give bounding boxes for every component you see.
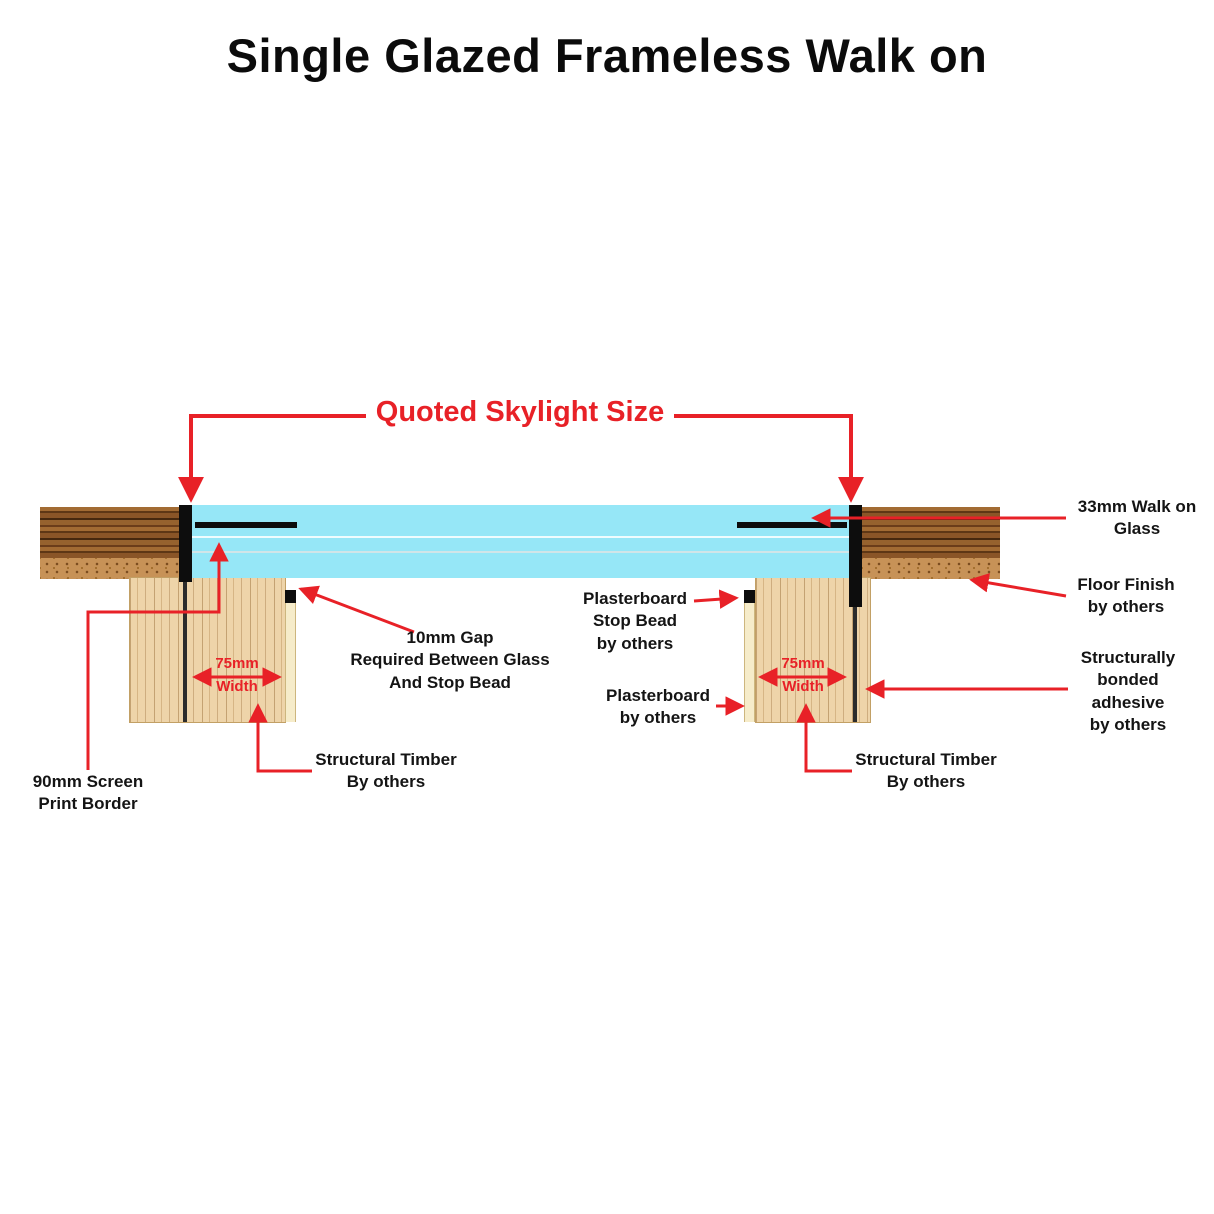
leader-stop-bead — [693, 589, 739, 609]
screen-print-border-left-line — [195, 522, 297, 528]
floor-underlay-left — [40, 558, 179, 579]
gap-10mm-label: 10mm Gap Required Between Glass And Stop… — [350, 628, 550, 692]
edge-seal-left-extension — [183, 582, 187, 722]
quoted-skylight-size-label: Quoted Skylight Size — [375, 396, 665, 428]
edge-seal-right-extension — [853, 607, 857, 722]
edge-seal-left — [179, 505, 192, 582]
floor-underlay-right — [862, 558, 1000, 579]
structural-timber-left-label: Structural Timber By others — [315, 750, 457, 792]
glass-laminate-line — [186, 536, 850, 538]
walk-on-glass-label: 33mm Walk on Glass — [1077, 497, 1197, 539]
floor-finish-right — [862, 507, 1000, 558]
screen-print-border-right-line — [737, 522, 847, 528]
structural-timber-left-block — [129, 577, 286, 723]
width-75mm-left-label: 75mm Width — [215, 655, 259, 695]
leader-gap — [298, 585, 415, 634]
bonded-adhesive-label: Structurally bonded adhesive by others — [1080, 648, 1176, 735]
plasterboard-label: Plasterboard by others — [606, 686, 710, 728]
edge-seal-right — [849, 505, 862, 607]
floor-finish-left — [40, 507, 179, 558]
page-title: Single Glazed Frameless Walk on — [226, 29, 988, 82]
screen-print-border-label: 90mm Screen Print Border — [32, 772, 144, 814]
plasterboard-left-strip — [285, 590, 296, 722]
stop-bead-left — [285, 590, 296, 603]
width-75mm-right-label: 75mm Width — [781, 655, 825, 695]
walk-on-glass-panel — [186, 505, 850, 578]
plasterboard-stop-bead-label: Plasterboard Stop Bead by others — [583, 589, 687, 653]
glass-laminate-line — [186, 551, 850, 553]
plasterboard-right-strip — [744, 590, 755, 722]
leader-floor-finish — [969, 573, 1067, 598]
floor-finish-label: Floor Finish by others — [1077, 575, 1175, 617]
stop-bead-right — [744, 590, 755, 603]
structural-timber-right-label: Structural Timber By others — [855, 750, 997, 792]
